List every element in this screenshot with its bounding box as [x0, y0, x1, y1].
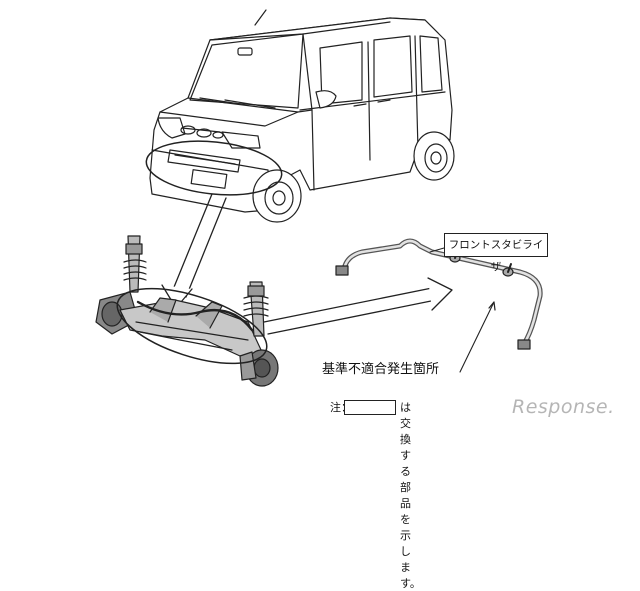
- response-watermark: Response.: [512, 396, 615, 418]
- note-text: は交換する部品を示します。: [400, 401, 421, 590]
- defect-location-label: 基準不適合発生箇所: [322, 362, 440, 377]
- arrow-to-suspension: [161, 193, 227, 309]
- note-legend-box: [344, 400, 396, 415]
- defect-leader-line: [459, 301, 495, 373]
- suspension-highlight-ellipse: [116, 287, 268, 365]
- suspension-assembly: [95, 235, 279, 387]
- recall-diagram: フロントスタビライザ 基準不適合発生箇所 注： は交換する部品を示します。 Re…: [95, 9, 615, 590]
- stabilizer-bar: [335, 238, 543, 350]
- van-highlight-ellipse: [145, 140, 283, 196]
- part-name-label: フロントスタビライザ: [448, 239, 544, 273]
- arrow-to-stabilizer: [263, 277, 453, 335]
- part-label-box: フロントスタビライザ: [444, 233, 548, 273]
- diagram-graphics: [95, 9, 543, 387]
- van-illustration: [149, 9, 455, 223]
